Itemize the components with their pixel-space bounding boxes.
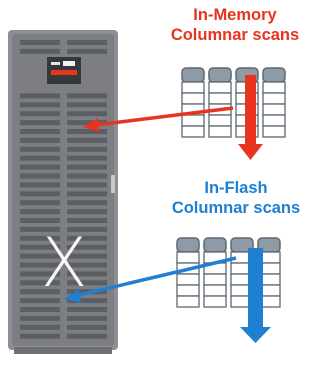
rack-slot (67, 182, 107, 188)
rack-slot (67, 280, 107, 286)
table-column-icon (257, 237, 281, 308)
table-column-icon (230, 237, 254, 308)
table-column-icon (208, 67, 232, 138)
in-memory-table-icon (181, 67, 286, 138)
in-flash-label: In-Flash Columnar scans (150, 178, 321, 218)
status-panel (47, 57, 81, 84)
rack-slot (67, 191, 107, 197)
rack-slot (20, 155, 60, 161)
rack-slot (67, 235, 107, 241)
rack-slot (67, 200, 107, 206)
rack-slot (20, 298, 60, 304)
rack-slot (20, 48, 60, 54)
in-flash-pointer-arrow-icon (64, 256, 237, 303)
table-column-icon (203, 237, 227, 308)
rack-slot (20, 271, 60, 277)
rack-slot (67, 93, 107, 99)
rack-slot (67, 137, 107, 143)
rack-slot (20, 253, 60, 259)
in-flash-table-icon (176, 237, 281, 308)
rack-slot (20, 218, 60, 223)
rack-slot (67, 120, 107, 126)
server-rack-icon: X (8, 30, 118, 354)
in-flash-scan-arrow-icon (240, 248, 271, 343)
rack-slot (67, 315, 107, 321)
in-memory-label-line2: Columnar scans (170, 26, 300, 44)
rack-slot (67, 307, 107, 312)
rack-slot (67, 253, 107, 259)
rack-slot (20, 324, 60, 330)
rack-slot (20, 129, 60, 134)
rack-slot (20, 244, 60, 250)
in-memory-scan-arrow-icon (238, 75, 263, 160)
rack-slot (67, 209, 107, 215)
rack-slot (67, 271, 107, 277)
rack-slot (67, 218, 107, 223)
rack-slot (67, 262, 107, 268)
in-flash-label-line2: Columnar scans (171, 199, 301, 217)
rack-slot (20, 333, 60, 339)
rack-slot (67, 226, 107, 232)
rack-slot (67, 146, 107, 152)
rack-slot (67, 102, 107, 108)
rack-slot (20, 120, 60, 126)
rack-slot (20, 200, 60, 206)
rack-slot (20, 307, 60, 312)
rack-slot (20, 137, 60, 143)
rack-slot (20, 111, 60, 117)
server-logo: X (41, 224, 88, 303)
in-flash-label-line1: In-Flash (204, 179, 268, 197)
rack-slot (20, 226, 60, 232)
rack-slot (20, 235, 60, 241)
table-column-icon (262, 67, 286, 138)
rack-slot (20, 146, 60, 152)
rack-slot (20, 289, 60, 295)
rack-slot (20, 182, 60, 188)
rack-slot (67, 173, 107, 179)
rack-slot (67, 111, 107, 117)
in-memory-label: In-Memory Columnar scans (150, 5, 320, 45)
rack-slot (67, 298, 107, 304)
table-column-icon (181, 67, 205, 138)
rack-slot (20, 40, 60, 45)
rack-slot (20, 315, 60, 321)
rack-slot (67, 155, 107, 161)
rack-slot (67, 48, 107, 54)
rack-slot (67, 164, 107, 170)
rack-slot (20, 93, 60, 99)
rack-slot (67, 129, 107, 134)
rack-slot (20, 209, 60, 215)
rack-slot (20, 164, 60, 170)
rack-slot (20, 173, 60, 179)
rack-slot (20, 191, 60, 197)
in-memory-pointer-arrow-icon (83, 106, 234, 132)
in-memory-label-line1: In-Memory (193, 6, 277, 24)
rack-slot (67, 324, 107, 330)
rack-slot (67, 333, 107, 339)
rack-slot (67, 40, 107, 45)
rack-slot (67, 244, 107, 250)
rack-slot (20, 262, 60, 268)
rack-slot (20, 102, 60, 108)
rack-slot (20, 280, 60, 286)
